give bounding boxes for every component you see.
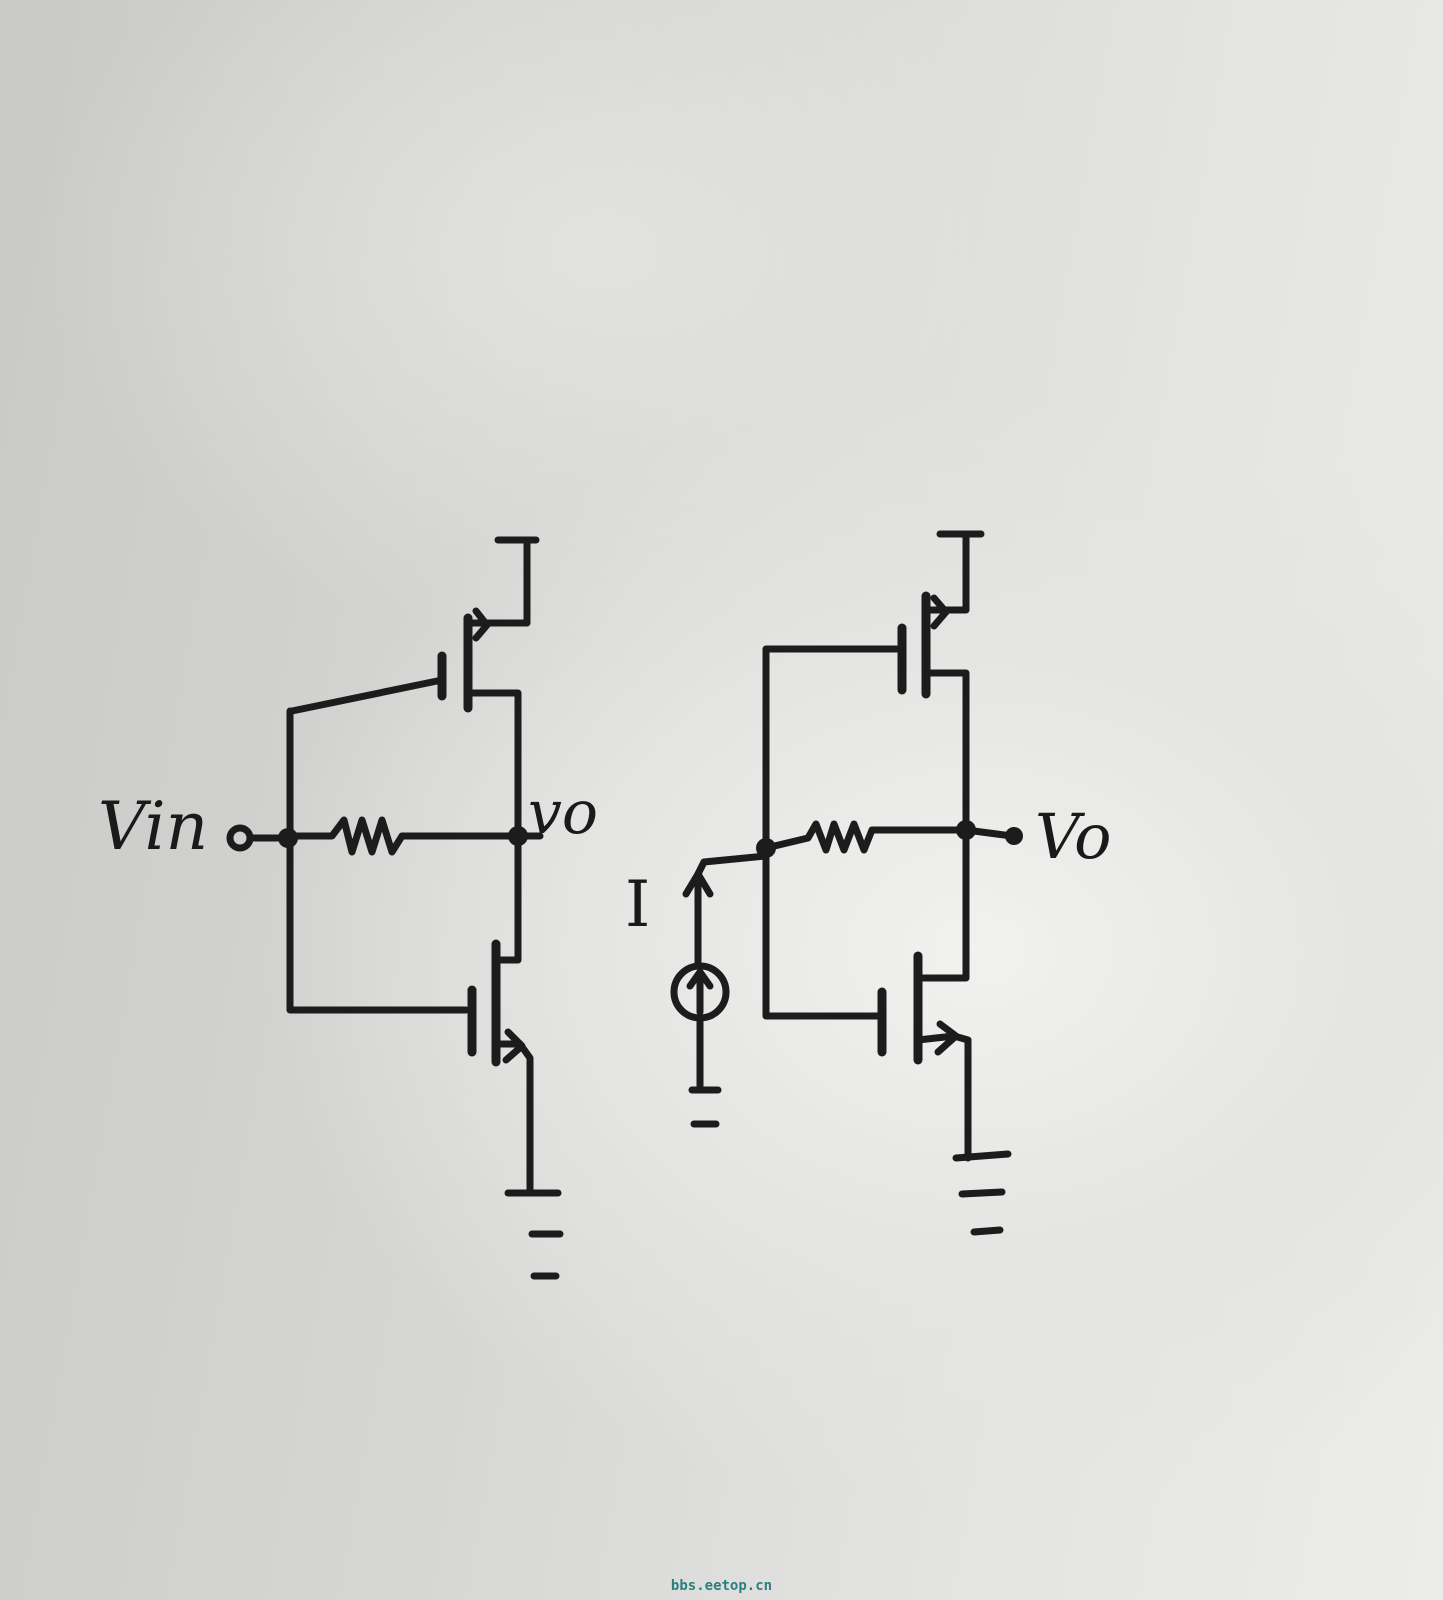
left-ground-symbol [504,1189,564,1280]
left-output-label: vo [528,778,599,848]
left-vdd-supply [483,536,540,627]
left-circuit [226,536,564,1280]
right-input-node [694,838,884,1020]
right-vdd-supply [928,530,985,614]
left-nmos [467,832,534,1197]
current-source-ground-symbol [688,1086,722,1128]
left-pmos [288,607,522,834]
left-feedback-wires [286,707,470,1014]
right-output-label: Vo [1035,800,1112,873]
right-ground-symbol [952,1150,1012,1236]
current-source [670,870,730,1090]
watermark-text: bbs.eetop.cn [670,1578,773,1594]
right-pmos [762,591,970,852]
right-nmos [877,826,972,1162]
right-circuit [670,530,1023,1236]
left-input-label: Vin [98,788,209,865]
left-input-terminal [226,824,298,852]
left-resistor [284,816,522,856]
right-resistor [762,820,970,854]
current-source-label: I [625,868,651,942]
